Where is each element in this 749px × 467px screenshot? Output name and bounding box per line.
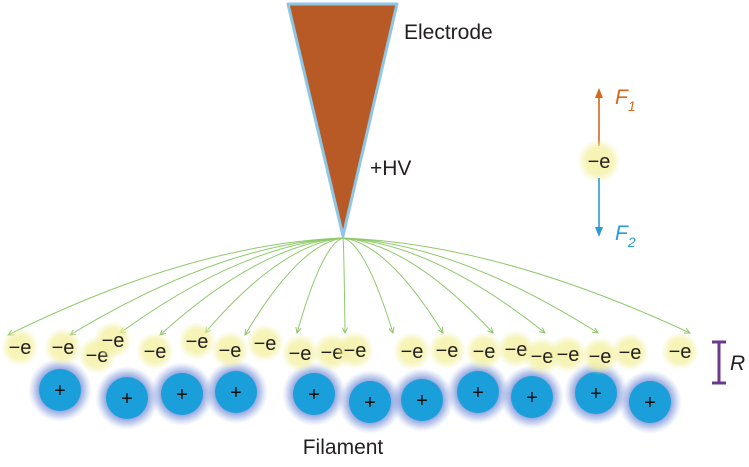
f1-label: F1 [615,86,636,114]
field-line [342,237,346,334]
svg-text:−e: −e [505,339,528,361]
svg-text:+: + [526,387,538,409]
field-line-arrowhead [295,327,302,335]
electron: −e [94,321,132,359]
svg-text:−e: −e [401,341,424,363]
positive-ion: + [564,361,628,425]
electron: −e [428,331,466,369]
svg-text:−e: −e [186,331,209,353]
svg-text:−e: −e [289,343,312,365]
svg-text:−e: −e [669,341,692,363]
svg-text:−e: −e [589,346,612,368]
positive-ion: + [338,370,402,434]
svg-text:−e: −e [531,346,554,368]
field-line-arrowhead [244,328,251,336]
legend-electron-glow [577,139,621,183]
f2-label: F2 [615,222,636,250]
field-lines [6,237,692,336]
field-line-arrowhead [487,327,494,334]
svg-text:+: + [472,382,484,404]
svg-text:−e: −e [219,340,242,362]
positive-ion: + [282,362,346,426]
electron: −e [393,332,431,370]
svg-text:+: + [644,392,656,414]
svg-text:+: + [121,388,133,410]
radius-bracket [712,340,726,385]
svg-text:+: + [308,384,320,406]
positive-ion: + [28,358,92,422]
svg-text:−e: −e [473,341,496,363]
svg-text:+: + [176,384,188,406]
positive-ion: + [95,366,159,430]
electron: −e [661,332,699,370]
electron: −e [336,331,374,369]
field-line [342,237,394,334]
field-line-arrowhead [591,327,599,334]
electron: −e [611,333,649,371]
field-line [342,237,494,334]
hv-label: +HV [370,157,411,180]
field-line [7,237,344,336]
electron: −e [281,334,319,372]
svg-text:−e: −e [557,344,580,366]
positive-ion: + [150,362,214,426]
svg-text:+: + [364,392,376,414]
electron: −e [465,332,503,370]
field-line-arrowhead [341,327,348,335]
svg-text:−e: −e [102,330,125,352]
field-line [244,237,344,336]
field-line-arrowhead [388,326,395,335]
force-legend: F1 −e F2 [577,86,636,250]
filament-ions: + + + + + + + + + + + [28,358,682,434]
field-line [204,237,344,334]
svg-text:−e: −e [436,340,459,362]
field-line [342,237,444,334]
f1-arrow-head [595,88,603,98]
svg-text:−e: −e [344,340,367,362]
svg-text:+: + [54,380,66,402]
legend-electron-label: −e [588,151,611,173]
f2-arrow-head [595,227,603,237]
field-line [119,237,344,334]
electrode-cone [286,2,399,238]
electron: −e [44,328,82,366]
electron: −e [211,331,249,369]
filament-label: Filament [303,436,384,459]
svg-text:−e: −e [52,337,75,359]
filament-electrons: −e−e−e−e−e−e−e−e−e−e−e−e−e−e−e−e−e−e−e−e [1,321,699,375]
svg-text:−e: −e [144,341,167,363]
positive-ion: + [618,370,682,434]
svg-text:+: + [230,382,242,404]
positive-ion: + [500,365,564,429]
electrode-label: Electrode [404,21,493,44]
electron: −e [581,337,619,375]
electron: −e [136,332,174,370]
field-line [342,237,599,334]
electron: −e [1,328,39,366]
svg-text:−e: −e [254,333,277,355]
positive-ion: + [204,360,268,424]
svg-text:+: + [590,383,602,405]
field-line [342,237,691,334]
field-line [296,237,344,334]
field-line [159,237,344,336]
svg-text:−e: −e [619,342,642,364]
svg-text:+: + [416,390,428,412]
svg-text:−e: −e [9,337,32,359]
radius-label: R [730,352,745,375]
electron: −e [246,324,284,362]
field-line [342,237,546,334]
electron: −e [178,322,216,360]
electron: −e [549,335,587,373]
positive-ion: + [390,368,454,432]
positive-ion: + [446,360,510,424]
field-line [69,237,344,336]
field-line-arrowhead [539,327,546,334]
